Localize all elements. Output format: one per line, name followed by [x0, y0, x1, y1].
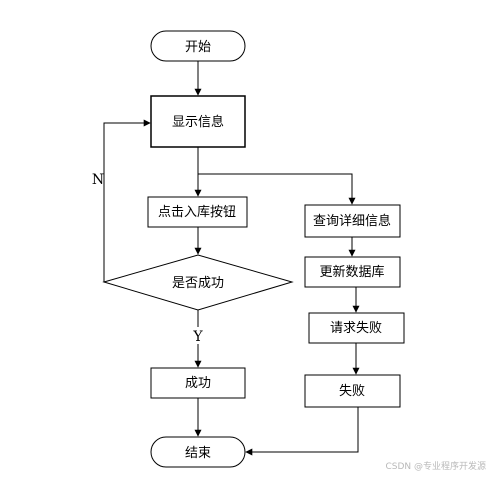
update-db-label: 更新数据库: [319, 264, 384, 280]
decision-label: 是否成功: [172, 276, 224, 291]
display-info-label: 显示信息: [172, 114, 224, 130]
fail-label: 失败: [339, 384, 365, 399]
edge-decision-no-loop: [103, 119, 151, 282]
end-node: 结束: [150, 436, 246, 468]
fail-node: 失败: [304, 374, 401, 408]
no-label: N: [92, 172, 104, 188]
success-node: 成功: [150, 367, 246, 399]
query-detail-label: 查询详细信息: [313, 213, 391, 229]
update-db-node: 更新数据库: [304, 256, 401, 288]
edge-fail-to-end: [245, 407, 359, 456]
yes-label: Y: [192, 329, 203, 345]
query-detail-node: 查询详细信息: [304, 204, 401, 238]
request-fail-node: 请求失败: [308, 312, 405, 344]
decision-node: 是否成功: [102, 254, 294, 311]
display-info-node: 显示信息: [150, 95, 246, 148]
edge-display-to-query: [198, 173, 356, 205]
start-node: 开始: [150, 30, 246, 62]
success-label: 成功: [185, 376, 211, 391]
click-add-node: 点击入库按钮: [147, 196, 248, 228]
click-add-label: 点击入库按钮: [158, 204, 236, 220]
watermark: CSDN @专业程序开发源: [385, 462, 486, 472]
start-label: 开始: [185, 40, 211, 55]
request-fail-label: 请求失败: [330, 321, 382, 336]
end-label: 结束: [185, 446, 211, 461]
